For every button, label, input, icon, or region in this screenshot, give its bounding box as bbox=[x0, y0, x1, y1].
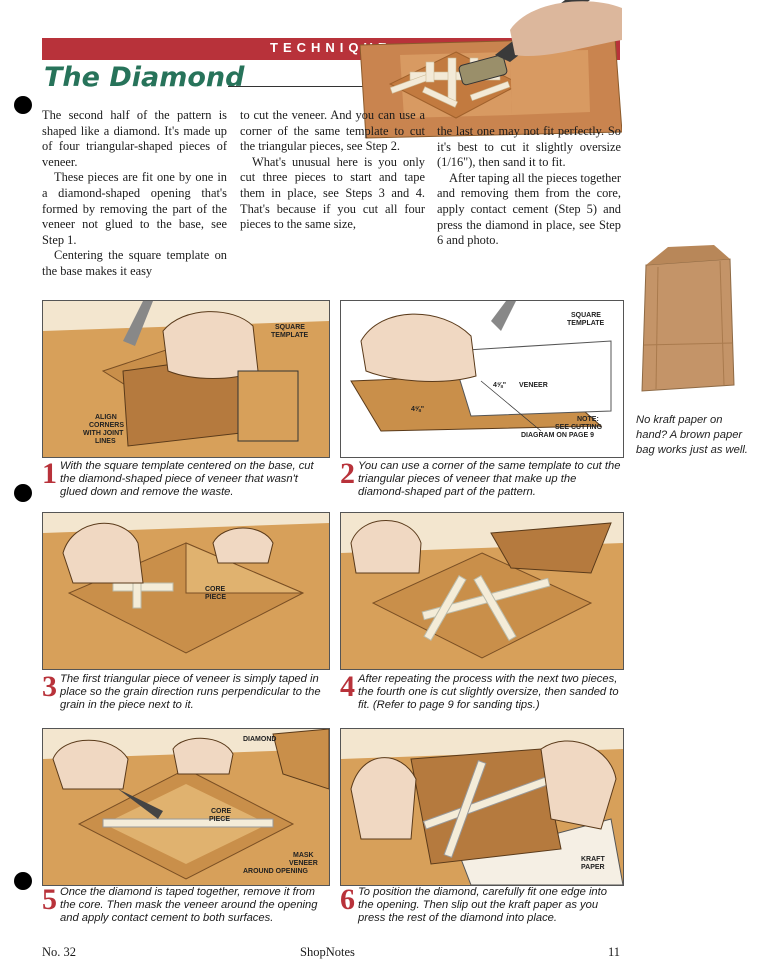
step-caption-text: You can use a corner of the same templat… bbox=[358, 460, 621, 498]
article-column-2: to cut the veneer. And you can use a cor… bbox=[240, 108, 425, 233]
step-6-caption: 6 To position the diamond, carefully fit… bbox=[340, 883, 622, 925]
step-5-illustration: DIAMOND CORE PIECE MASK VENEER AROUND OP… bbox=[42, 728, 330, 886]
diagram-label: LINES bbox=[95, 438, 116, 445]
diagram-label: CORE bbox=[211, 808, 232, 815]
step-number: 1 bbox=[42, 457, 57, 490]
diagram-label: PAPER bbox=[581, 864, 605, 871]
page-number: 11 bbox=[608, 945, 621, 959]
diagram-label: TEMPLATE bbox=[567, 320, 605, 327]
page-title: The Diamond bbox=[44, 62, 245, 93]
diagram-label: KRAFT bbox=[581, 856, 605, 863]
paper-bag-photo bbox=[641, 245, 735, 392]
step-number: 3 bbox=[42, 670, 57, 703]
diagram-label: WITH JOINT bbox=[83, 430, 124, 437]
diagram-label: VENEER bbox=[289, 860, 318, 867]
binding-hole bbox=[14, 484, 32, 502]
step-3-illustration: CORE PIECE bbox=[42, 512, 330, 670]
step-caption-text: The first triangular piece of veneer is … bbox=[60, 673, 321, 711]
diagram-label: AROUND OPENING bbox=[243, 868, 309, 875]
diagram-label: MASK bbox=[293, 852, 314, 859]
magazine-name: ShopNotes bbox=[300, 945, 355, 959]
paragraph: to cut the veneer. And you can use a cor… bbox=[240, 108, 425, 154]
step-2-caption: 2 You can use a corner of the same templ… bbox=[340, 457, 622, 499]
hero-photo bbox=[360, 0, 622, 139]
diagram-label: 4⅝" bbox=[411, 406, 424, 413]
paragraph: The second half of the pattern is shaped… bbox=[42, 108, 227, 169]
step-caption-text: To position the diamond, carefully fit o… bbox=[358, 886, 607, 924]
step-2-illustration: SQUARE TEMPLATE 4⅝" VENEER 4⅝" NOTE: SEE… bbox=[340, 300, 624, 458]
title-rule bbox=[228, 86, 378, 87]
diagram-label: ALIGN bbox=[95, 414, 117, 421]
paragraph: After taping all the pieces together and… bbox=[437, 170, 621, 248]
diagram-label: SQUARE bbox=[275, 324, 305, 331]
step-number: 4 bbox=[340, 670, 355, 703]
diagram-label: NOTE: bbox=[577, 416, 599, 423]
step-number: 5 bbox=[42, 883, 57, 916]
diagram-label: 4⅝" bbox=[493, 382, 506, 389]
diagram-label: DIAGRAM ON PAGE 9 bbox=[521, 432, 594, 439]
step-4-illustration bbox=[340, 512, 624, 670]
step-caption-text: Once the diamond is taped together, remo… bbox=[60, 886, 318, 924]
article-column-3: the last one may not fit perfectly. So i… bbox=[437, 124, 621, 249]
diagram-label: SEE CUTTING bbox=[555, 424, 603, 431]
diagram-label: PIECE bbox=[209, 816, 230, 823]
diagram-label: TEMPLATE bbox=[271, 332, 309, 339]
step-5-caption: 5 Once the diamond is taped together, re… bbox=[42, 883, 328, 925]
step-1-illustration: SQUARE TEMPLATE ALIGN CORNERS WITH JOINT… bbox=[42, 300, 330, 458]
diagram-label: VENEER bbox=[519, 382, 548, 389]
article-column-1: The second half of the pattern is shaped… bbox=[42, 108, 227, 280]
section-label: TECHNIQUE bbox=[270, 40, 392, 55]
step-number: 2 bbox=[340, 457, 355, 490]
binding-hole bbox=[14, 96, 32, 114]
diagram-label: SQUARE bbox=[571, 312, 601, 319]
diagram-label: PIECE bbox=[205, 594, 226, 601]
step-1-caption: 1 With the square template centered on t… bbox=[42, 457, 328, 499]
step-3-caption: 3 The first triangular piece of veneer i… bbox=[42, 670, 328, 712]
diagram-label: CORE bbox=[205, 586, 226, 593]
paragraph: What's unusual here is you only cut thre… bbox=[240, 154, 425, 232]
step-4-caption: 4 After repeating the process with the n… bbox=[340, 670, 622, 712]
step-caption-text: With the square template centered on the… bbox=[60, 460, 314, 498]
paragraph: Centering the square template on the bas… bbox=[42, 248, 227, 278]
sidebar-caption: No kraft paper on hand? A brown paper ba… bbox=[636, 414, 748, 456]
binding-hole bbox=[14, 872, 32, 890]
step-6-illustration: KRAFT PAPER bbox=[340, 728, 624, 886]
diagram-label: CORNERS bbox=[89, 422, 124, 429]
paragraph: the last one may not fit perfectly. So i… bbox=[437, 124, 621, 170]
step-number: 6 bbox=[340, 883, 355, 916]
paragraph: These pieces are fit one by one in a dia… bbox=[42, 170, 227, 247]
step-caption-text: After repeating the process with the nex… bbox=[358, 673, 619, 711]
issue-number: No. 32 bbox=[42, 945, 77, 959]
diagram-label: DIAMOND bbox=[243, 736, 276, 743]
